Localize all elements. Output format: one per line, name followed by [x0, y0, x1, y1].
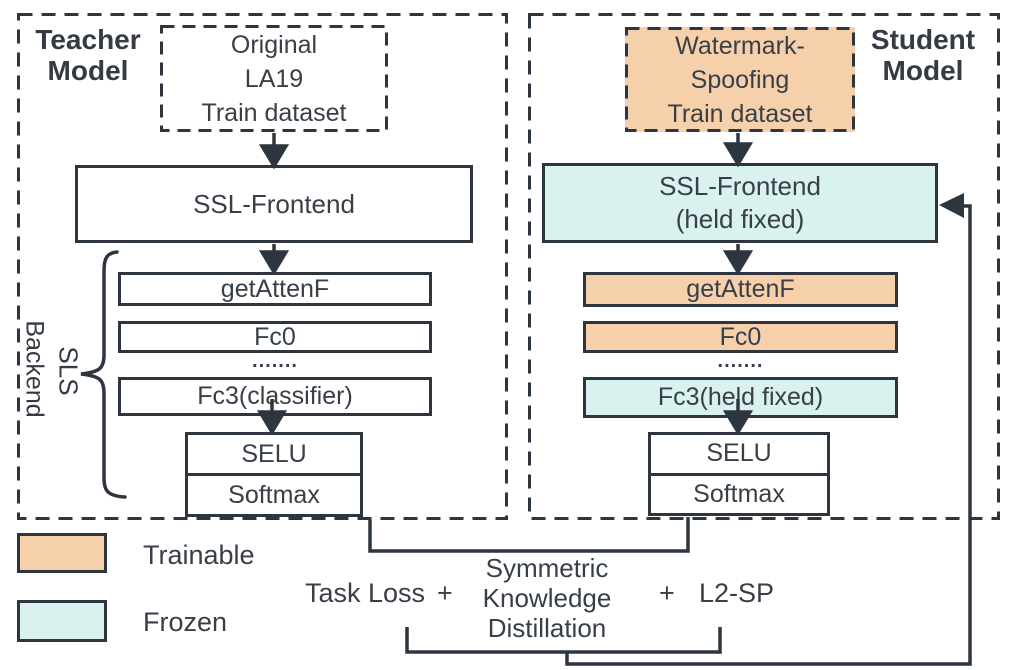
teacher-model-title: Teacher Model: [35, 24, 141, 86]
legend-frozen-label: Frozen: [143, 607, 228, 637]
teacher-getattenf-box: getAttenF: [118, 272, 432, 306]
student-getattenf-box: getAttenF: [583, 272, 898, 307]
legend-trainable-swatch: [17, 533, 107, 573]
student-hidden-layers-dots: .......: [717, 350, 764, 372]
teacher-softmax-box: Softmax: [188, 473, 360, 514]
distillation-loss-label: Symmetric Knowledge Distillation: [482, 553, 612, 643]
feedback-arrowhead-to-ssl-frontend: [939, 193, 964, 218]
plus-operator-1: +: [437, 578, 453, 608]
legend-frozen-swatch: [17, 600, 107, 642]
teacher-hidden-layers-dots: .......: [252, 350, 298, 372]
teacher-fc3-box: Fc3(classifier): [118, 377, 432, 416]
sls-label: SLS: [53, 346, 84, 396]
student-softmax-box: Softmax: [651, 472, 827, 514]
backend-label: Backend: [20, 320, 49, 418]
l2sp-loss-label: L2-SP: [699, 578, 775, 608]
teacher-fc0-box: Fc0: [118, 321, 432, 353]
softmax-outputs-connector: [368, 517, 690, 553]
student-selu-softmax-stack: SELU Softmax: [648, 432, 830, 516]
student-model-title: Student Model: [870, 24, 976, 86]
teacher-ssl-frontend-box: SSL-Frontend: [75, 165, 473, 243]
teacher-dataset-to-frontend-arrow: [258, 133, 290, 170]
student-fc0-box: Fc0: [583, 321, 898, 353]
task-loss-label: Task Loss: [305, 578, 426, 608]
teacher-selu-softmax-stack: SELU Softmax: [185, 432, 363, 517]
student-frontend-to-getattenf-arrow: [722, 244, 754, 276]
student-dataset-to-frontend-arrow: [722, 133, 754, 168]
legend-trainable-label: Trainable: [143, 540, 255, 570]
teacher-selu-box: SELU: [241, 439, 307, 468]
student-ssl-frontend-box: SSL-Frontend (held fixed): [542, 163, 938, 243]
teacher-frontend-to-getattenf-arrow: [258, 244, 290, 276]
student-selu-box: SELU: [706, 439, 772, 468]
teacher-dataset-box: Original LA19 Train dataset: [160, 25, 388, 132]
plus-operator-2: +: [659, 578, 675, 608]
student-dataset-box: Watermark- Spoofing Train dataset: [625, 27, 855, 132]
student-fc3-box: Fc3(held fixed): [583, 377, 898, 418]
